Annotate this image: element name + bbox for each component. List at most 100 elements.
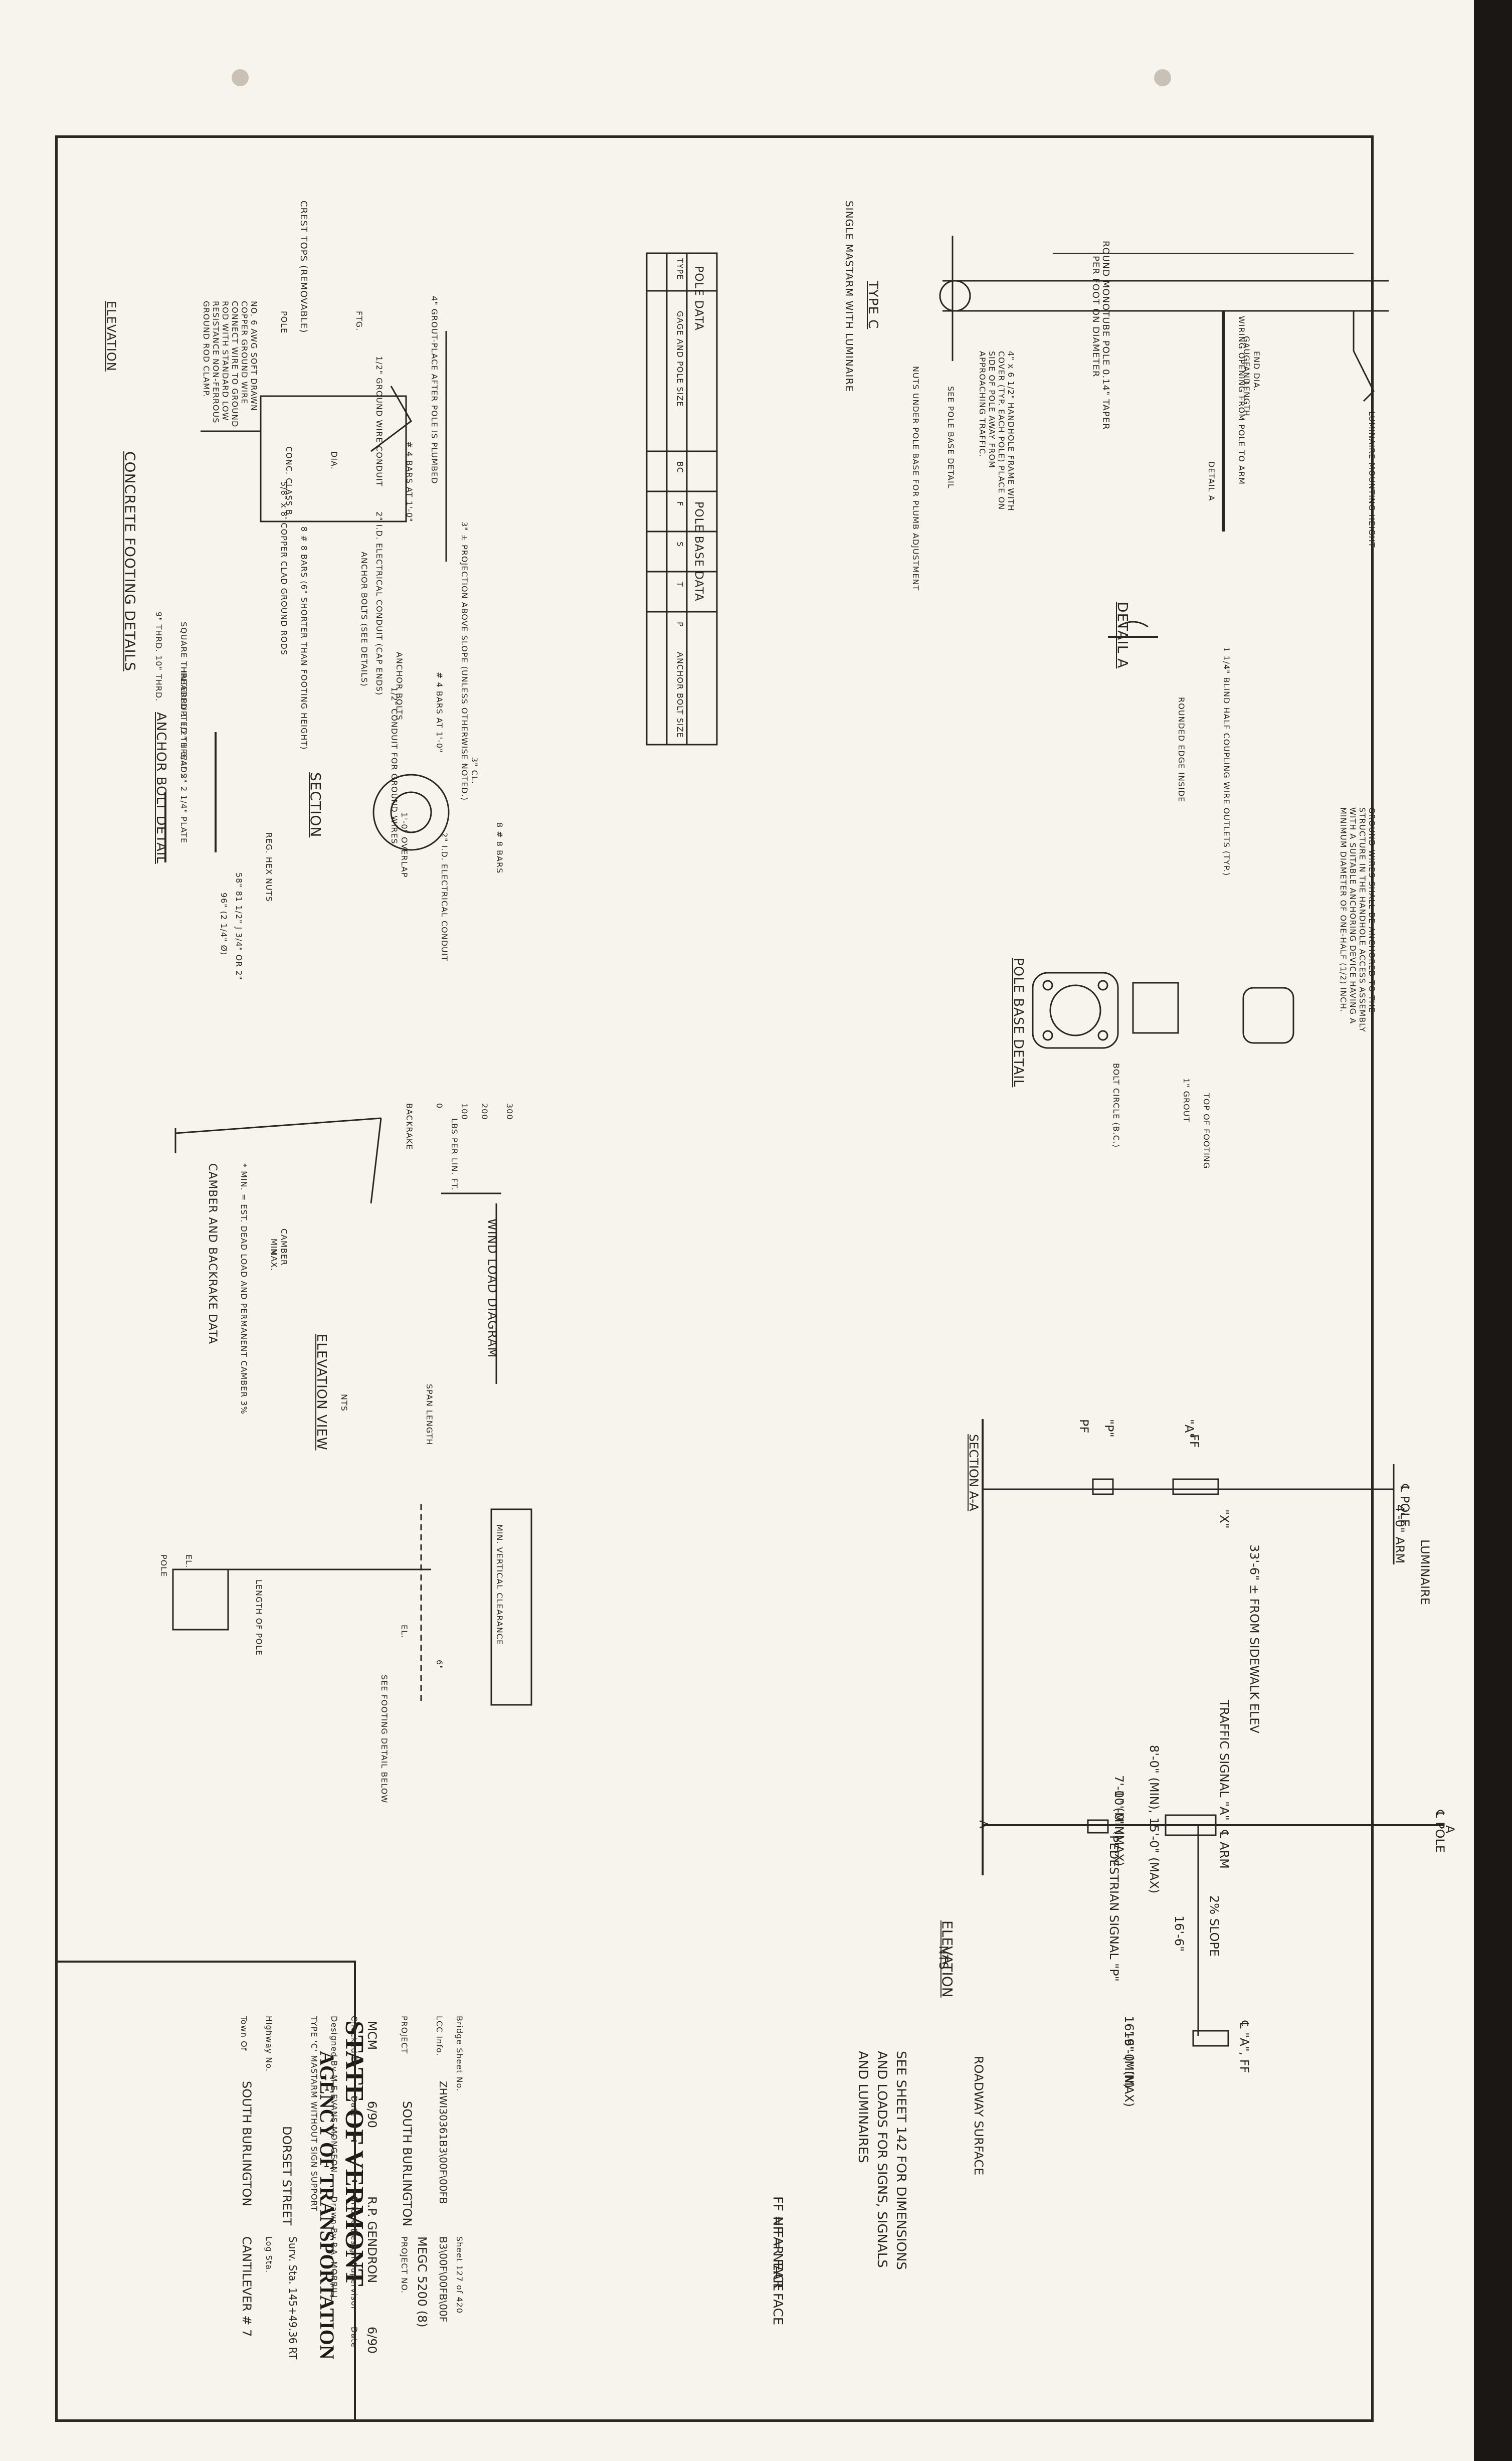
elevation-view-nts: NTS [339, 1394, 349, 1412]
binding-hole [232, 69, 249, 86]
tb-supervisor: R.P. GENDRON [365, 2196, 379, 2283]
section-aa-arm: 4'-0" ARM [1393, 1504, 1407, 1564]
bolt-hex: REG. HEX NUTS [264, 832, 274, 902]
luminaire-mounting-label: LUMINAIRE MOUNTING HEIGHT [1367, 411, 1377, 548]
copper-clad: 5/8" x 8' COPPER CLAD GROUND RODS [279, 481, 289, 655]
wind-tick-300: 300 [505, 1103, 514, 1120]
elev-dim-max: 19'-0" (MAX) [1122, 2031, 1136, 2107]
wind-load-title: WIND LOAD DIAGRAM [485, 1218, 499, 1358]
detail-a-rounded: ROUNDED EDGE INSIDE [1177, 697, 1186, 803]
section-electrical: 2" I.D. ELECTRICAL CONDUIT [440, 832, 449, 962]
tb-project-no-label: PROJECT NO. [400, 2236, 409, 2294]
base-elev [1132, 982, 1179, 1034]
ped-signal: PEDESTRIAN SIGNAL "P" [1107, 1835, 1121, 1982]
title-block [55, 1961, 356, 2422]
section-overlap: 1'-0" OVERLAP [400, 812, 409, 878]
signal-p [1092, 1478, 1114, 1495]
th-f: F [675, 501, 685, 507]
el-label-2: EL. [400, 1625, 409, 1639]
grout-place: 4" GROUT-PLACE AFTER POLE IS PLUMBED [430, 296, 439, 484]
drawing-border [55, 135, 1374, 2422]
ground-wire-note: GROUND WIRES SHALL BE ANCHORED TO THE ST… [1339, 807, 1377, 1032]
elevation-view-title: ELEVATION VIEW [314, 1334, 329, 1451]
el-label: EL. [184, 1554, 194, 1568]
wind-tick-100: 100 [460, 1103, 469, 1120]
wind-load-units: LBS PER LIN. FT. [450, 1118, 459, 1191]
luminaire [1353, 350, 1375, 402]
min-vertical: MIN. VERTICAL CLEARANCE [495, 1524, 504, 1646]
camber-backrake: BACKRAKE [405, 1103, 414, 1150]
section-aa-x: "X" [1217, 1509, 1231, 1529]
camber-camber: CAMBER [279, 1228, 289, 1266]
nuts-under-note: NUTS UNDER POLE BASE FOR PLUMB ADJUSTMEN… [911, 366, 920, 591]
end-dia-label: END DIA. [1252, 351, 1261, 392]
pole-base-title: POLE BASE DETAIL [1011, 958, 1026, 1088]
elev-a-right: A [1443, 1825, 1457, 1834]
detail-a-coupling: 1 1/4" BLIND HALF COUPLING WIRE OUTLETS … [1222, 647, 1231, 876]
tb-project-label: PROJECT [400, 2016, 409, 2054]
tb-supervisor-date: 6/90 [365, 2327, 379, 2354]
see-pole-base-note: SEE POLE BASE DETAIL [946, 386, 956, 489]
detail-a-title: DETAIL A [1114, 602, 1131, 669]
electrical-conduit: 2" I.D. ELECTRICAL CONDUIT (CAP ENDS) [374, 511, 384, 696]
th-bc: BC [675, 461, 685, 473]
section-aa-dim: 33'-6" ± FROM SIDEWALK ELEV [1247, 1544, 1261, 1733]
pole-base-circle [939, 280, 971, 312]
elev-a-ff: ℄ "A", FF [1237, 2021, 1251, 2073]
th-anchor: ANCHOR BOLT SIZE [675, 652, 685, 738]
section-bars4: # 4 BARS AT 1'-0" [435, 672, 444, 753]
ground-conduit: 1/2" GROUND WIRE CONDUIT [374, 356, 384, 487]
bolt-dims: 58" 81 1/2" J 3/4" OR 2" [234, 872, 244, 980]
tb-checked: MCM [365, 2021, 379, 2050]
tb-sheet: Sheet 127 of 420 [455, 2236, 464, 2314]
footing-elev [260, 395, 407, 522]
base-plate-plan [1032, 972, 1119, 1049]
top-of-footing: TOP OF FOOTING [1202, 1093, 1211, 1169]
pole-elev-label: POLE [159, 1554, 168, 1577]
camber-note: * MIN. = EST. DEAD LOAD AND PERMANENT CA… [239, 1163, 249, 1415]
elev-dim1: 8'-0" (MIN), 15'-0" (MAX) [1147, 1745, 1161, 1894]
binding-hole [1154, 69, 1171, 86]
base-pipe [1242, 987, 1294, 1044]
round-monotube-label: ROUND MONOTUBE POLE 0.14" TAPER [1100, 241, 1111, 430]
th-p: P [675, 622, 685, 627]
per-foot-label: PER FOOT ON DIAMETER [1090, 256, 1101, 378]
ftg-label: FTG. [354, 311, 364, 331]
nf-note: NF = NEAR FACE [770, 2216, 785, 2326]
camber-title: CAMBER AND BACKRAKE DATA [206, 1163, 219, 1345]
length-of-pole: LENGTH OF POLE [254, 1579, 264, 1656]
section-bars8: 8 # 8 BARS [495, 822, 504, 874]
section-cl: 3" CL. [470, 757, 479, 784]
th-gage: GAGE AND POLE SIZE [675, 311, 685, 407]
bars-8: 8 # 8 BARS (6" SHORTER THAN FOOTING HEIG… [299, 526, 309, 750]
wind-tick-0: 0 [435, 1103, 444, 1109]
grout-label: 1" GROUT [1182, 1078, 1191, 1123]
detail-a-ref: DETAIL A [1207, 461, 1216, 501]
wiring-opening-label: WIRING OPENING FROM POLE TO ARM [1237, 316, 1246, 485]
signal-p-elev [1087, 1819, 1109, 1834]
section-aa-p: "P" [1102, 1419, 1116, 1438]
concrete-footing-title: CONCRETE FOOTING DETAILS [122, 451, 138, 671]
th-t: T [675, 582, 685, 587]
dia-label: DIA. [329, 451, 339, 470]
section-conduit: 1/2" CONDUIT FOR GROUND WIRES [390, 687, 399, 844]
tb-project: SOUTH BURLINGTON [400, 2101, 414, 2227]
site-elevation-nts: NTS [936, 1946, 951, 1970]
camber-max: MAX. [269, 1249, 279, 1271]
elev-a-left: A [977, 1820, 991, 1829]
no6-awg: NO. 6 AWG SOFT DRAWN COPPER GROUND WIRE … [202, 301, 259, 428]
projection: 3" ± PROJECTION ABOVE SLOPE (UNLESS OTHE… [460, 521, 469, 801]
tb-lcc: ZHWI30361B3\00F\00FB [437, 2081, 449, 2204]
span-length: SPAN LENGTH [425, 1384, 434, 1446]
six-in: 6" [435, 1660, 444, 1670]
section-aa-luminaire: LUMINAIRE [1418, 1539, 1432, 1605]
elev-arm: ℄ ARM [1217, 1830, 1231, 1869]
anchor-bolt-title: ANCHOR BOLT DETAIL [153, 712, 168, 864]
signal-a [1172, 1478, 1219, 1495]
type-c-title: TYPE C [865, 281, 880, 329]
single-mastarm-title: SINGLE MASTARM WITH LUMINAIRE [843, 201, 855, 392]
section-aa-pf: PF [1077, 1419, 1091, 1434]
footing-section [372, 774, 450, 851]
crest-tops-label: CREST TOPS (REMOVABLE) [298, 201, 309, 333]
